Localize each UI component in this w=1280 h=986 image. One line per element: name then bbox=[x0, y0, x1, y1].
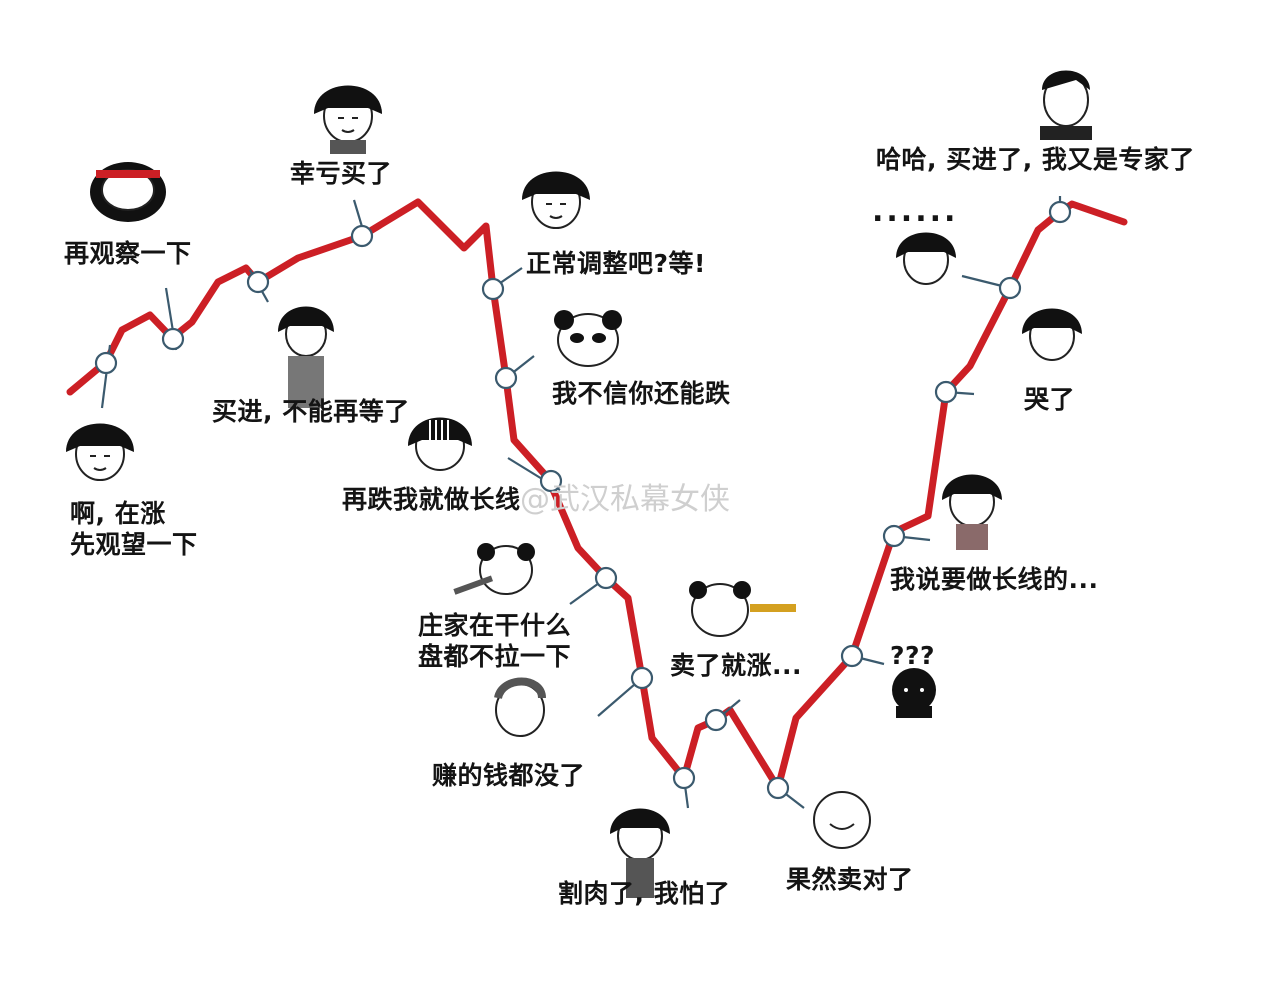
bowlcut-face-icon bbox=[66, 423, 134, 481]
caption-lucky-bought: 幸亏买了 bbox=[290, 159, 393, 188]
caption-normal-adjust: 正常调整吧?等! bbox=[526, 249, 706, 278]
bowlcut-face-icon bbox=[278, 306, 334, 408]
black-blob-icon bbox=[892, 668, 936, 718]
caption-watching-rise: 啊, 在涨 先观望一下 bbox=[70, 499, 198, 559]
bowlcut-face-icon bbox=[314, 85, 382, 154]
marker-11 bbox=[704, 708, 728, 732]
caption-market-maker: 庄家在干什么 盘都不拉一下 bbox=[418, 611, 572, 671]
caption-expert-again: 哈哈, 买进了, 我又是专家了 bbox=[876, 145, 1195, 174]
bowlcut-face-icon bbox=[90, 162, 166, 222]
caption-observe-again: 再观察一下 bbox=[64, 239, 192, 268]
caption-profit-gone: 赚的钱都没了 bbox=[432, 761, 586, 790]
bowlcut-face-icon bbox=[408, 417, 472, 471]
caption-cried: 哭了 bbox=[1024, 385, 1076, 414]
marker-7 bbox=[539, 469, 563, 493]
marker-6 bbox=[494, 366, 518, 390]
panda-face-icon bbox=[554, 310, 622, 367]
watermark: @武汉私幕女侠 bbox=[520, 482, 730, 517]
markers bbox=[94, 196, 1072, 809]
caption-sold-right: 果然卖对了 bbox=[786, 865, 914, 894]
marker-4 bbox=[350, 224, 374, 248]
marker-14 bbox=[882, 524, 906, 548]
bowlcut-face-icon bbox=[610, 808, 670, 898]
marker-12 bbox=[766, 776, 790, 800]
caption-ellipsis: ...... bbox=[872, 194, 959, 229]
marker-17 bbox=[1048, 200, 1072, 224]
marker-8 bbox=[594, 566, 618, 590]
marker-15 bbox=[934, 380, 958, 404]
bowlcut-face-icon bbox=[942, 474, 1002, 550]
marker-9 bbox=[630, 666, 654, 690]
panda-face-icon bbox=[453, 543, 535, 595]
marker-13 bbox=[840, 644, 864, 668]
caption-question-marks: ??? bbox=[890, 641, 936, 670]
caption-buy-in: 买进, 不能再等了 bbox=[212, 397, 410, 426]
bald-face-icon bbox=[813, 791, 871, 849]
marker-2 bbox=[161, 327, 185, 351]
bowlcut-face-icon bbox=[522, 171, 590, 229]
bowlcut-face-icon bbox=[1022, 308, 1082, 361]
caption-sold-then-rose: 卖了就涨... bbox=[670, 651, 802, 680]
marker-1 bbox=[94, 351, 118, 375]
bald-face-icon bbox=[494, 677, 546, 737]
caption-cut-loss: 割肉了, 我怕了 bbox=[558, 879, 731, 908]
caption-said-long-term: 我说要做长线的... bbox=[890, 565, 1099, 594]
suited-man-icon bbox=[1040, 70, 1092, 140]
marker-5 bbox=[481, 277, 505, 301]
bowlcut-face-icon bbox=[896, 232, 956, 285]
panda-face-icon bbox=[689, 581, 796, 637]
marker-16 bbox=[998, 276, 1022, 300]
marker-3 bbox=[246, 270, 270, 294]
marker-10 bbox=[672, 766, 696, 790]
caption-long-term: 再跌我就做长线 bbox=[342, 485, 521, 514]
caption-dont-believe: 我不信你还能跌 bbox=[552, 379, 731, 408]
